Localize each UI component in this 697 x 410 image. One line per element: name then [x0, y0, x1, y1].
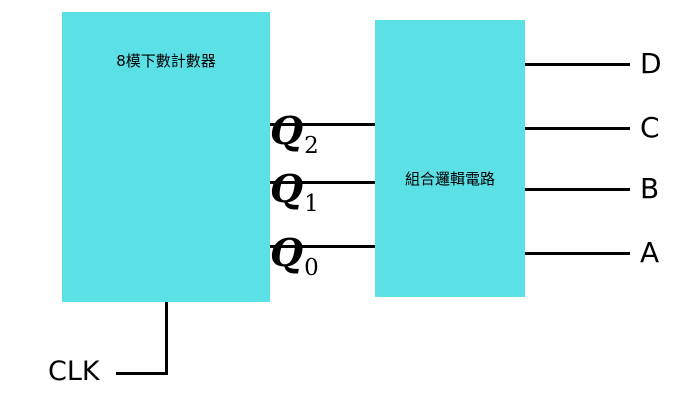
- wire-output-d: [525, 63, 630, 66]
- wire-clk-horizontal: [116, 372, 168, 375]
- wire-clk-vertical: [165, 302, 168, 375]
- counter-output-label-q0: Q0: [270, 234, 319, 280]
- counter-output-label-q1: Q1: [270, 170, 319, 216]
- counter-block[interactable]: 8模下數計數器 Q2 Q1 Q0: [62, 12, 319, 302]
- output-label-a: A: [640, 236, 660, 269]
- wire-output-b: [525, 188, 630, 191]
- wire-q1-to-logic: [270, 181, 375, 184]
- clock-input-label: CLK: [48, 356, 100, 387]
- q1-base: Q: [270, 166, 304, 211]
- output-label-c: C: [640, 111, 660, 144]
- output-label-b: B: [640, 172, 660, 205]
- wire-q2-to-logic: [270, 123, 375, 126]
- counter-block-title: 8模下數計數器: [116, 52, 216, 70]
- output-label-d: D: [640, 47, 662, 80]
- counter-output-label-q2: Q2: [270, 112, 319, 158]
- combinational-logic-block[interactable]: 組合邏輯電路: [375, 20, 525, 297]
- wire-output-a: [525, 252, 630, 255]
- logic-block-title: 組合邏輯電路: [404, 170, 495, 188]
- q0-subscript: 0: [304, 254, 319, 281]
- q2-subscript: 2: [304, 132, 319, 159]
- wire-output-c: [525, 127, 630, 130]
- q1-subscript: 1: [304, 190, 319, 217]
- q0-base: Q: [270, 230, 304, 275]
- q2-base: Q: [270, 108, 304, 153]
- wire-q0-to-logic: [270, 245, 375, 248]
